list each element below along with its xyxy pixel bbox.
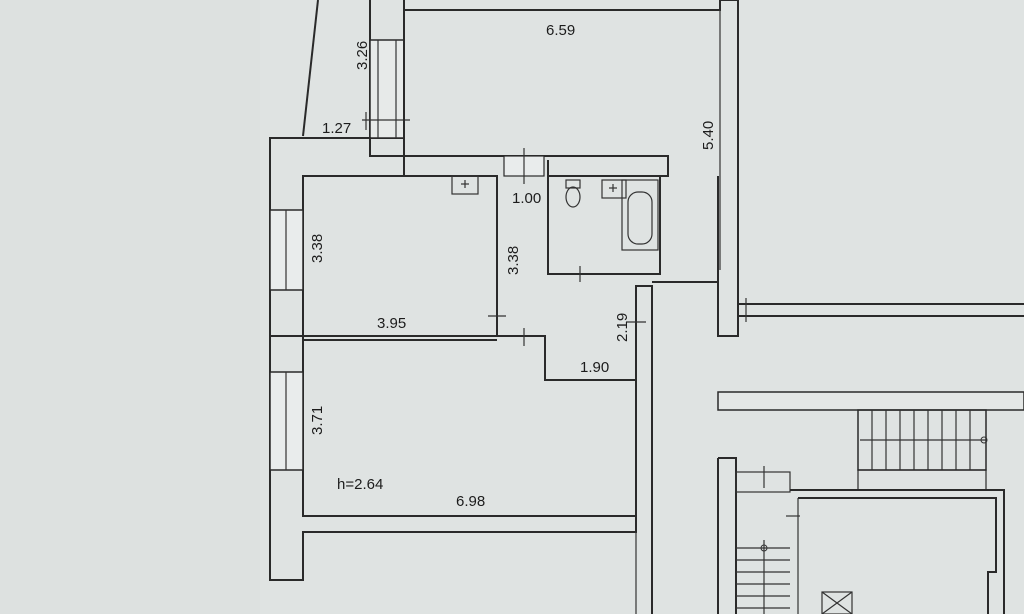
room-bottom <box>303 339 637 614</box>
room-left <box>303 175 506 337</box>
stairwell <box>717 298 1024 614</box>
label-room-left-height: 3.38 <box>309 234 326 263</box>
label-top-room-width: 6.59 <box>546 22 575 39</box>
label-balcony-height: 3.26 <box>354 41 371 70</box>
label-room-bottom-height: 3.71 <box>309 406 326 435</box>
label-corridor-width: 1.00 <box>512 190 541 207</box>
label-ceiling-height: h=2.64 <box>337 476 383 493</box>
bathroom <box>503 148 661 282</box>
label-hall-height: 2.19 <box>614 313 631 342</box>
label-balcony-width: 1.27 <box>322 120 351 137</box>
label-room-left-width: 3.95 <box>377 315 406 332</box>
top-room <box>403 0 739 337</box>
label-corridor-height: 3.38 <box>505 246 522 275</box>
hall <box>497 281 718 614</box>
label-room-bottom-width: 6.98 <box>456 493 485 510</box>
background-text <box>0 0 260 614</box>
label-top-room-height: 5.40 <box>700 121 717 150</box>
label-hall-width: 1.90 <box>580 359 609 376</box>
